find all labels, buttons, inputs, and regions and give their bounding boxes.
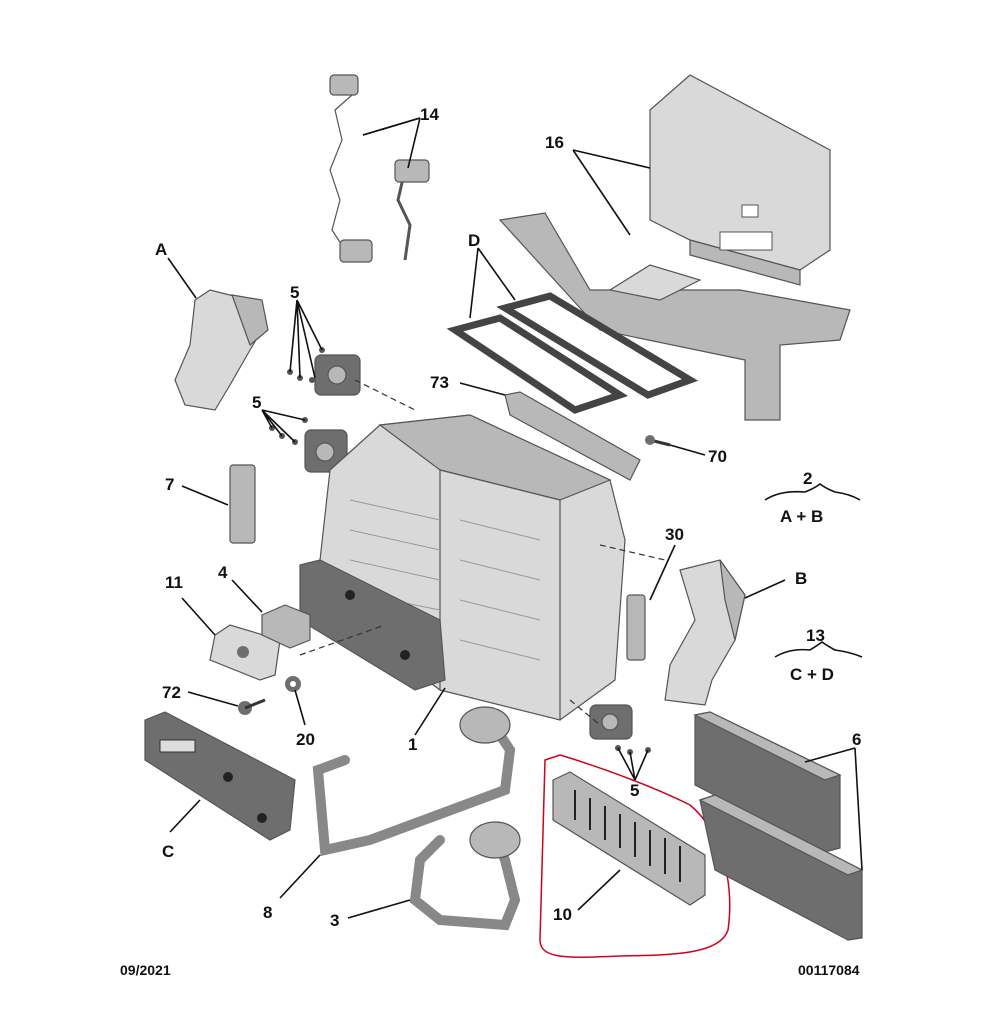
leader-lines bbox=[167, 117, 863, 919]
grommet-part-20 bbox=[285, 676, 301, 692]
label-8: 8 bbox=[263, 903, 272, 922]
label-13: 13 bbox=[806, 626, 825, 645]
heater-housing-part-1 bbox=[299, 414, 626, 721]
label-2: 2 bbox=[803, 469, 812, 488]
brace-13 bbox=[774, 641, 863, 658]
label-72: 72 bbox=[162, 683, 181, 702]
hose-part-8 bbox=[312, 706, 516, 857]
label-5-middle: 5 bbox=[252, 393, 261, 412]
label-D: D bbox=[468, 231, 480, 250]
label-5-upper: 5 bbox=[290, 283, 299, 302]
label-B: B bbox=[795, 569, 807, 588]
label-A: A bbox=[155, 240, 167, 259]
label-5-lower: 5 bbox=[630, 781, 639, 800]
label-14: 14 bbox=[420, 105, 439, 124]
flap-part-7 bbox=[229, 464, 256, 544]
label-C: C bbox=[162, 842, 174, 861]
actuator-motor-part-5-middle bbox=[304, 429, 348, 473]
label-7: 7 bbox=[165, 475, 174, 494]
label-10: 10 bbox=[553, 905, 572, 924]
label-2-sub: A + B bbox=[780, 507, 823, 526]
label-3: 3 bbox=[330, 911, 339, 930]
assembly-dash-lines bbox=[299, 379, 666, 726]
bracket-part-73 bbox=[504, 391, 641, 481]
screw-part-70 bbox=[645, 435, 671, 447]
footer-date: 09/2021 bbox=[120, 962, 171, 978]
heater-core-part-10 bbox=[539, 754, 731, 958]
screw-part-72 bbox=[238, 698, 266, 715]
resistor-part-4 bbox=[261, 604, 311, 649]
label-20: 20 bbox=[296, 730, 315, 749]
cover-part-11 bbox=[209, 624, 281, 681]
label-30: 30 bbox=[665, 525, 684, 544]
bracket-part-30 bbox=[626, 594, 646, 661]
air-duct-part-B bbox=[664, 559, 746, 706]
footer-reference-number: 00117084 bbox=[798, 962, 860, 978]
wiring-harness-part-14 bbox=[329, 74, 430, 263]
cabin-filters-part-6 bbox=[693, 711, 864, 941]
brace-2 bbox=[764, 482, 861, 501]
label-70: 70 bbox=[708, 447, 727, 466]
actuator-motor-part-5-upper bbox=[314, 354, 361, 396]
air-duct-part-A bbox=[174, 289, 269, 411]
actuator-motor-part-5-lower bbox=[589, 704, 633, 740]
hose-part-3 bbox=[409, 821, 521, 931]
seal-gaskets-part-D bbox=[446, 292, 699, 414]
label-1: 1 bbox=[408, 735, 417, 754]
label-16: 16 bbox=[545, 133, 564, 152]
label-73: 73 bbox=[430, 373, 449, 392]
label-13-sub: C + D bbox=[790, 665, 834, 684]
cover-plate-part-C bbox=[144, 711, 296, 841]
label-4: 4 bbox=[218, 563, 228, 582]
label-6: 6 bbox=[852, 730, 861, 749]
top-cover-panel-part-16 bbox=[498, 74, 851, 421]
label-11: 11 bbox=[165, 573, 183, 592]
